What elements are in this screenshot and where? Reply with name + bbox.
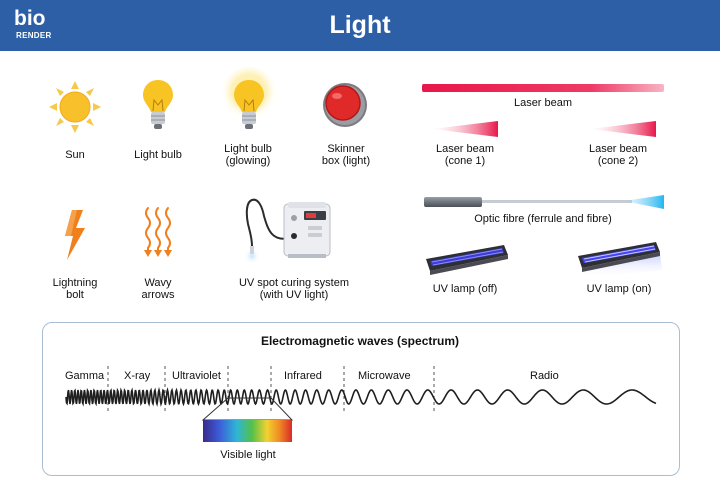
band-infrared-label: Infrared xyxy=(284,370,322,382)
visible-light-bar xyxy=(203,420,292,442)
uv-lamp-on-icon xyxy=(578,242,662,278)
band-ultraviolet-label: Ultraviolet xyxy=(172,370,221,382)
band-radio-label: Radio xyxy=(530,370,559,382)
laser-beam-icon xyxy=(422,84,664,92)
light-bulb-icon xyxy=(143,80,173,129)
lightning-bolt-icon xyxy=(65,210,85,260)
page-title: Light xyxy=(329,11,391,39)
laser-cone-2-icon xyxy=(590,121,656,137)
laser-cone-1-icon xyxy=(432,121,498,137)
laser-beam-label: Laser beam xyxy=(513,97,573,109)
logo-text-top: bio xyxy=(14,7,46,30)
uv-lamp-on-label: UV lamp (on) xyxy=(586,283,652,295)
sun-label: Sun xyxy=(65,149,85,161)
band-microwave-label: Microwave xyxy=(358,370,411,382)
biorender-logo[interactable]: bio RENDER xyxy=(14,8,64,44)
skinner-label-2: box (light) xyxy=(321,155,371,167)
laser-cone-1-label-2: (cone 1) xyxy=(444,155,486,167)
band-xray-label: X-ray xyxy=(124,370,151,382)
sun-icon xyxy=(49,81,101,133)
wavy-label-2: arrows xyxy=(141,289,175,301)
light-bulb-glowing-icon xyxy=(220,67,278,129)
band-gamma-label: Gamma xyxy=(65,370,105,382)
lightning-label-2: bolt xyxy=(66,289,84,301)
optic-fibre-label: Optic fibre (ferrule and fibre) xyxy=(474,213,612,225)
light-bulb-glowing-label-1: Light bulb xyxy=(224,143,272,155)
optic-fibre-icon xyxy=(424,195,664,209)
skinner-box-light-icon xyxy=(323,83,367,127)
spectrum-title: Electromagnetic waves (spectrum) xyxy=(260,334,460,348)
uv-spot-curing-icon xyxy=(244,198,331,264)
uv-lamp-off-label: UV lamp (off) xyxy=(432,283,498,295)
uv-lamp-off-icon xyxy=(426,245,508,275)
laser-cone-2-label-2: (cone 2) xyxy=(597,155,639,167)
laser-cone-1-label-1: Laser beam xyxy=(435,143,495,155)
light-bulb-label: Light bulb xyxy=(134,149,182,161)
wave-line xyxy=(65,386,657,407)
uv-spot-label-2: (with UV light) xyxy=(259,289,329,301)
wavy-label-1: Wavy xyxy=(144,277,172,289)
lightning-label-1: Lightning xyxy=(52,277,98,289)
logo-text-bottom: RENDER xyxy=(16,31,52,40)
visible-light-label: Visible light xyxy=(220,449,276,461)
skinner-label-1: Skinner xyxy=(327,143,365,155)
wavy-arrows-icon xyxy=(144,207,172,257)
laser-cone-2-label-1: Laser beam xyxy=(588,143,648,155)
light-bulb-glowing-label-2: (glowing) xyxy=(225,155,271,167)
header-bar: bio RENDER Light xyxy=(0,0,720,51)
uv-spot-label-1: UV spot curing system xyxy=(238,277,350,289)
